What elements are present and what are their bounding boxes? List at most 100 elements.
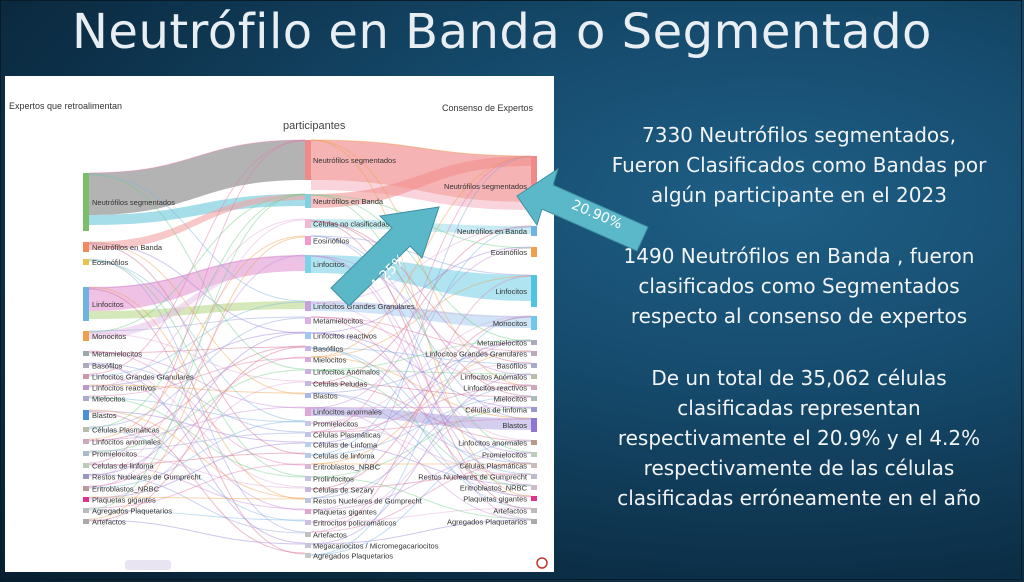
footer-logo-icon xyxy=(536,557,548,569)
flow-mid-seg-band xyxy=(311,180,531,210)
left-node xyxy=(83,385,89,390)
left-node xyxy=(83,410,89,420)
center-node xyxy=(305,509,311,514)
left-label: Eritroblastos_NRBC xyxy=(92,485,160,494)
center-node xyxy=(305,543,311,548)
thin-flow xyxy=(88,409,306,499)
thin-flow xyxy=(310,347,532,365)
thin-flow xyxy=(88,254,306,488)
left-node xyxy=(83,331,89,341)
center-label: Eritrocitos policromáticos xyxy=(313,519,397,528)
center-node xyxy=(305,346,311,351)
thin-flow xyxy=(88,236,306,520)
right-node xyxy=(531,316,537,330)
thin-flow xyxy=(310,339,532,511)
center-label: Promielocitos xyxy=(313,420,358,429)
center-node xyxy=(305,255,311,273)
thin-flow xyxy=(310,507,532,523)
thin-flow xyxy=(310,350,532,465)
right-node xyxy=(531,407,537,412)
footer-badge xyxy=(125,560,171,570)
thin-flow xyxy=(88,346,306,522)
left-node xyxy=(83,519,89,524)
thin-flow xyxy=(310,392,532,497)
right-label: Linfocitos xyxy=(495,287,527,296)
center-node xyxy=(305,393,311,398)
center-node xyxy=(305,442,311,447)
center-label: Eritroblastos_NRBC xyxy=(313,463,381,472)
right-column-header: Consenso de Expertos xyxy=(442,103,534,113)
left-node xyxy=(83,439,89,444)
left-label: Agregados Plaquetarios xyxy=(92,507,172,516)
center-label: Neutrófilos en Banda xyxy=(313,197,384,206)
center-label: Células de Linfoma xyxy=(313,441,378,450)
right-label: Células de linfoma xyxy=(465,406,528,415)
thin-flow xyxy=(310,369,532,487)
thin-flow xyxy=(310,316,532,498)
thin-flow xyxy=(310,442,532,486)
thin-flow xyxy=(310,395,532,456)
thin-flow xyxy=(88,174,306,302)
center-label: Linfocitos Grandes Granulares xyxy=(313,302,415,311)
thin-flow xyxy=(310,316,532,352)
paragraph-band: 1490 Neutrófilos en Banda , fueron clasi… xyxy=(594,241,1004,331)
thin-flow xyxy=(88,356,306,487)
right-node xyxy=(531,463,537,468)
thin-flow xyxy=(310,347,532,475)
thin-flow xyxy=(88,332,306,476)
thin-flow xyxy=(88,384,306,394)
flow-segmentados xyxy=(89,140,305,215)
center-label: Mielocitos xyxy=(313,356,347,365)
thin-flow xyxy=(88,331,306,387)
right-node xyxy=(531,508,537,513)
paragraph-line: respectivamente de las células xyxy=(643,456,955,480)
thin-flow xyxy=(310,275,532,358)
paragraph-line: clasificados como Segmentados xyxy=(638,274,960,298)
right-label: Restos Nucleares de Gumprecht xyxy=(418,473,528,482)
thin-flow xyxy=(310,362,532,424)
left-label: Linfocitos anormales xyxy=(92,438,161,447)
center-node xyxy=(305,453,311,458)
thin-flow xyxy=(310,462,532,533)
left-node xyxy=(83,173,89,231)
flow-mid-seg xyxy=(311,140,531,202)
center-label: Células Plasmáticas xyxy=(313,431,381,440)
thin-flow xyxy=(310,396,532,523)
thin-flow xyxy=(88,286,306,500)
left-node xyxy=(83,351,89,356)
right-node xyxy=(531,385,537,390)
center-label: Neutrófilos segmentados xyxy=(313,156,396,165)
slide-title: Neutrófilo en Banda o Segmentado xyxy=(72,4,932,60)
left-node xyxy=(83,259,89,265)
thin-flow xyxy=(88,317,306,428)
left-label: Linfocitos xyxy=(92,300,124,309)
thin-flow xyxy=(88,288,306,555)
thin-flow xyxy=(88,442,306,499)
left-node xyxy=(83,497,89,502)
flow-mid-lgl xyxy=(311,301,531,328)
center-node xyxy=(305,332,311,339)
thin-flow xyxy=(310,418,532,433)
right-node xyxy=(531,440,537,445)
thin-flow xyxy=(88,432,306,452)
thin-flow xyxy=(88,363,306,544)
thin-flow xyxy=(88,410,306,443)
right-node xyxy=(531,374,537,379)
left-node xyxy=(83,427,89,432)
right-label: Monocitos xyxy=(493,319,527,328)
left-label: Promielocitos xyxy=(92,450,137,459)
thin-flow xyxy=(88,496,306,500)
center-node xyxy=(305,498,311,503)
left-label: Linfocitos Grandes Granulares xyxy=(92,373,194,382)
thin-flow xyxy=(310,407,532,521)
thin-flow xyxy=(310,382,532,442)
flow-mid-band-seg xyxy=(311,156,531,208)
right-node xyxy=(531,351,537,356)
thin-flow xyxy=(88,332,306,382)
thin-flow xyxy=(310,247,532,409)
thin-flow xyxy=(88,242,306,334)
thin-flow xyxy=(88,420,306,489)
left-label: Artefactos xyxy=(92,518,126,527)
left-label: Linfocitos reactivos xyxy=(92,384,156,393)
